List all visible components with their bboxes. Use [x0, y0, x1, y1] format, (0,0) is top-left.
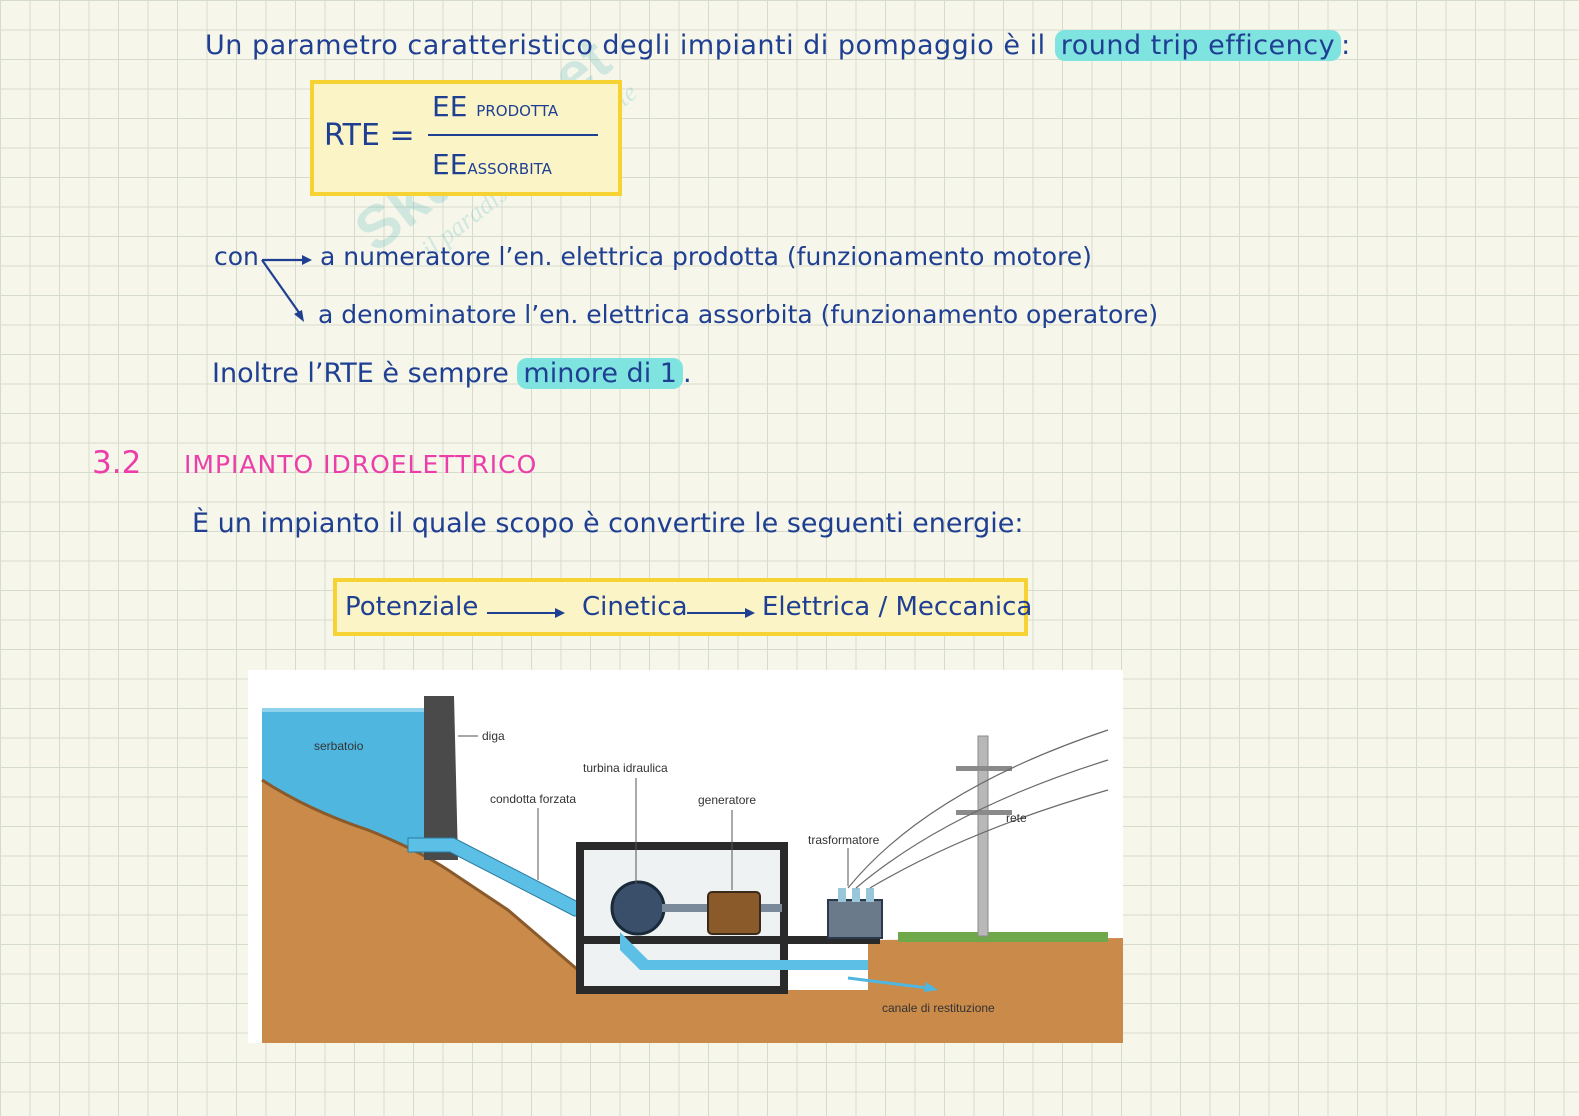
- rte-numerator: EE PRODOTTA: [432, 90, 558, 123]
- label-serbatoio: serbatoio: [314, 739, 364, 753]
- energy-cinetica: Cinetica: [582, 592, 688, 622]
- watermark: Skuola.net il paradiso dello studente: [342, 0, 838, 463]
- intro-colon: :: [1341, 30, 1351, 61]
- rte-formula-box: RTE = EE PRODOTTA EEASSORBITA: [310, 80, 622, 196]
- num-main: EE: [432, 90, 468, 123]
- num-sub: PRODOTTA: [476, 102, 559, 120]
- grass: [898, 932, 1108, 942]
- generator: [707, 891, 761, 935]
- energy-potenziale: Potenziale: [345, 592, 479, 622]
- diagram-svg: serbatoio diga condotta forzata turbina …: [261, 696, 1123, 1043]
- intro-line: Un parametro caratteristico degli impian…: [205, 30, 1351, 61]
- numerator-explanation: a numeratore l’en. elettrica prodotta (f…: [320, 242, 1092, 271]
- label-turbina: turbina idraulica: [583, 761, 668, 775]
- label-trasformatore: trasformatore: [808, 833, 880, 847]
- power-pole: [977, 735, 989, 937]
- ground: [262, 780, 1123, 1043]
- intro-text: Un parametro caratteristico degli impian…: [205, 30, 1055, 61]
- den-sub: ASSORBITA: [467, 160, 552, 178]
- arrow-1-icon: [487, 608, 565, 618]
- rte-denominator: EEASSORBITA: [432, 148, 552, 181]
- note-dot: .: [682, 358, 692, 389]
- fraction-bar: [428, 134, 598, 136]
- energy-elettrica-meccanica: Elettrica / Meccanica: [762, 592, 1033, 622]
- minore-highlight: minore di 1: [517, 358, 683, 389]
- label-rete: rete: [1006, 811, 1027, 825]
- hydroelectric-diagram: serbatoio diga condotta forzata turbina …: [248, 670, 1123, 1043]
- arrow-2-icon: [687, 608, 755, 618]
- description: È un impianto il quale scopo è convertir…: [192, 508, 1024, 539]
- label-condotta: condotta forzata: [490, 792, 576, 806]
- label-canale: canale di restituzione: [882, 1001, 995, 1015]
- con-label: con: [214, 242, 259, 271]
- rte-lhs: RTE =: [324, 118, 415, 153]
- branch-arrows: [261, 255, 312, 322]
- transformer: [827, 899, 883, 939]
- note-line: Inoltre l’RTE è sempre minore di 1.: [212, 358, 692, 389]
- den-main: EE: [432, 148, 468, 181]
- label-generatore: generatore: [698, 793, 756, 807]
- dam: [424, 696, 458, 860]
- energy-chain-box: Potenziale Cinetica Elettrica / Meccanic…: [333, 578, 1032, 636]
- turbine: [610, 880, 666, 936]
- section-title: IMPIANTO IDROELETTRICO: [184, 450, 538, 479]
- note-text: Inoltre l’RTE è sempre: [212, 358, 518, 389]
- outflow-channel: [620, 932, 868, 970]
- label-diga: diga: [482, 729, 505, 743]
- round-trip-highlight: round trip efficency: [1054, 30, 1342, 61]
- denominator-explanation: a denominatore l’en. elettrica assorbita…: [318, 300, 1159, 329]
- section-number: 3.2: [92, 445, 142, 481]
